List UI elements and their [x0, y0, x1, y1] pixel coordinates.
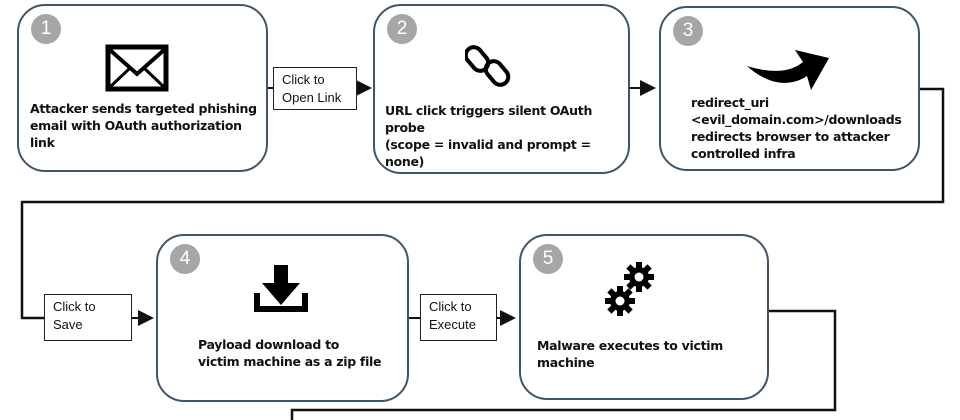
step-1-box: 1 Attacker sends targeted phishing email… [17, 4, 268, 172]
connector-3-to-4 [20, 87, 945, 320]
transition-label-save: Click to Save [44, 294, 132, 341]
step-4-box: 4 Payload download to victim machine as … [156, 234, 409, 402]
step-2-box: 2 URL click triggers silent OAuth probe … [373, 4, 630, 174]
step-number-badge: 3 [673, 16, 703, 46]
download-icon [254, 265, 308, 312]
step-5-description: Malware executes to victim machine [537, 338, 723, 370]
step-number-badge: 1 [31, 14, 61, 44]
step-number-badge: 5 [533, 244, 563, 274]
step-4-description: Payload download to victim machine as a … [198, 337, 382, 369]
envelope-icon [105, 44, 169, 92]
redirect-arrow-icon [747, 50, 829, 90]
connector-5-out [290, 309, 837, 420]
step-number-badge: 4 [170, 244, 200, 274]
transition-label-open-link: Click to Open Link [273, 67, 357, 110]
step-3-box: 3 redirect_uri <evil_domain.com>/downloa… [659, 6, 920, 171]
link-chain-icon [465, 45, 511, 87]
step-5-box: 5 [519, 234, 769, 400]
step-1-description: Attacker sends targeted phishing email w… [30, 101, 257, 150]
step-2-description: URL click triggers silent OAuth probe (s… [385, 103, 593, 169]
transition-label-execute: Click to Execute [420, 294, 497, 341]
step-number-badge: 2 [387, 14, 417, 44]
step-3-description: redirect_uri <evil_domain.com>/downloads… [691, 95, 902, 161]
gears-icon [605, 262, 654, 316]
